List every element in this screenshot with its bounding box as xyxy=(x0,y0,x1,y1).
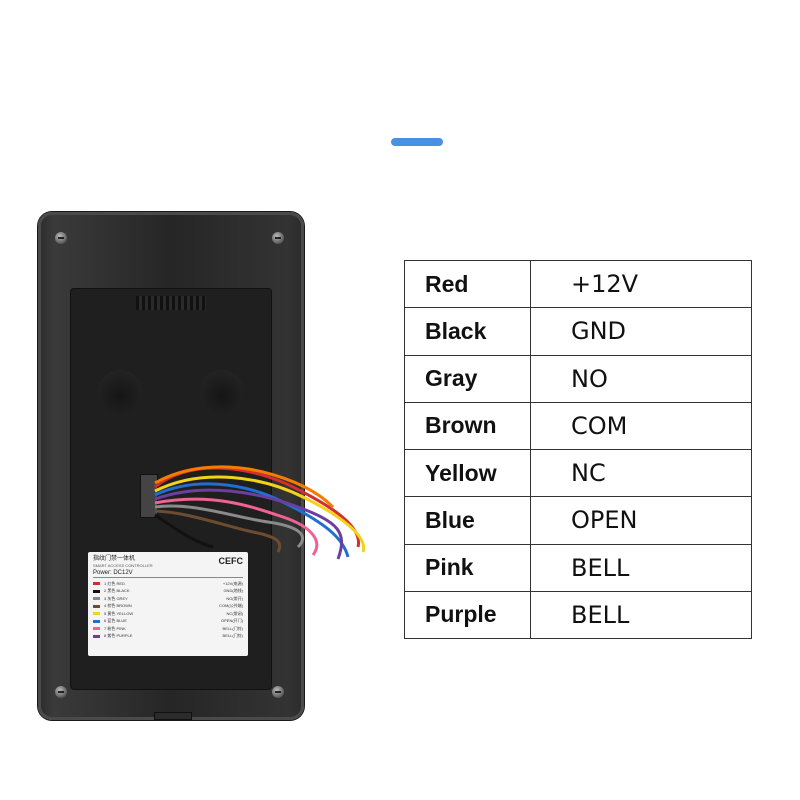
sticker-row-name: 1 红色 RED xyxy=(104,580,125,586)
sticker-row-value: +12V(电源) xyxy=(222,580,243,586)
sticker-row: 1 红色 RED +12V(电源) xyxy=(93,580,243,588)
wire-bundle xyxy=(154,465,366,560)
wiring-label-sticker: 指纹门禁一体机 SMART ACCESS CONTROLLER CEFC Pow… xyxy=(88,552,248,656)
sticker-row-name: 5 黄色 YELLOW xyxy=(104,610,134,616)
sticker-row-name: 2 黑色 BLACK xyxy=(104,588,130,594)
certification-marks: CEFC xyxy=(218,556,244,566)
wire-color-cell: Brown xyxy=(404,401,531,451)
sticker-row: 4 棕色 BROWN COM(公共端) xyxy=(93,603,243,611)
wire-color-cell: Gray xyxy=(404,354,531,403)
wire-signal-cell: BELL xyxy=(530,590,752,640)
sticker-row-name: 3 灰色 GREY xyxy=(104,595,128,601)
wire-connector xyxy=(140,474,158,518)
table-row: Red+12V xyxy=(404,259,752,309)
color-swatch xyxy=(93,619,100,623)
sticker-row-name: 8 紫色 PURPLE xyxy=(104,633,133,639)
mount-hole xyxy=(98,370,142,414)
sticker-row-name: 7 粉色 PINK xyxy=(104,625,126,631)
sticker-row: 8 紫色 PURPLE BELL(门铃) xyxy=(93,633,243,641)
sticker-rows: 1 红色 RED +12V(电源) 2 黑色 BLACK GND(地线) 3 灰色 … xyxy=(93,580,243,640)
wire-signal-cell: GND xyxy=(530,307,752,356)
wire-color-cell: Blue xyxy=(404,496,531,545)
sticker-row-value: NC(常闭) xyxy=(226,610,243,616)
screw-icon xyxy=(272,232,284,244)
sticker-row: 3 灰色 GREY NO(常开) xyxy=(93,595,243,603)
screw-icon xyxy=(55,686,67,698)
bottom-notch xyxy=(154,712,192,720)
wire-signal-cell: NO xyxy=(530,354,752,403)
sticker-row-value: OPEN(开门) xyxy=(221,618,243,624)
color-swatch xyxy=(93,604,100,608)
color-swatch xyxy=(93,627,100,631)
accent-bar xyxy=(391,138,443,146)
access-controller-device: 指纹门禁一体机 SMART ACCESS CONTROLLER CEFC Pow… xyxy=(38,212,366,720)
sticker-row: 5 黄色 YELLOW NC(常闭) xyxy=(93,610,243,618)
color-swatch xyxy=(93,589,100,593)
sticker-title: 指纹门禁一体机 xyxy=(93,556,136,562)
sticker-row-name: 6 蓝色 BLUE xyxy=(104,618,127,624)
wire-color-cell: Purple xyxy=(404,590,531,640)
wire-color-cell: Red xyxy=(404,259,531,309)
wire-signal-cell: +12V xyxy=(530,259,752,309)
sticker-row-value: BELL(门铃) xyxy=(222,625,243,631)
color-swatch xyxy=(93,597,100,601)
wire-color-cell: Black xyxy=(404,307,531,356)
wire-signal-cell: OPEN xyxy=(530,496,752,545)
wire-signal-cell: BELL xyxy=(530,543,752,592)
color-swatch xyxy=(93,582,100,586)
sticker-row-value: NO(常开) xyxy=(226,595,243,601)
color-swatch xyxy=(93,612,100,616)
sticker-row-value: BELL(门铃) xyxy=(222,633,243,639)
sticker-row: 6 蓝色 BLUE OPEN(开门) xyxy=(93,618,243,626)
color-swatch xyxy=(93,634,100,638)
sticker-subtitle: SMART ACCESS CONTROLLER xyxy=(93,563,153,568)
sticker-row-value: COM(公共端) xyxy=(219,603,243,609)
sticker-power: Power: DC12V xyxy=(93,570,243,578)
sticker-row: 7 粉色 PINK BELL(门铃) xyxy=(93,625,243,633)
vent xyxy=(136,296,206,310)
sticker-row: 2 黑色 BLACK GND(地线) xyxy=(93,588,243,596)
screw-icon xyxy=(272,686,284,698)
wire-color-cell: Yellow xyxy=(404,448,531,498)
wire-color-cell: Pink xyxy=(404,543,531,592)
screw-icon xyxy=(55,232,67,244)
sticker-row-value: GND(地线) xyxy=(223,588,243,594)
sticker-row-name: 4 棕色 BROWN xyxy=(104,603,132,609)
wire-signal-cell: COM xyxy=(530,401,752,451)
mount-hole xyxy=(200,370,244,414)
wire-signal-cell: NC xyxy=(530,448,752,498)
